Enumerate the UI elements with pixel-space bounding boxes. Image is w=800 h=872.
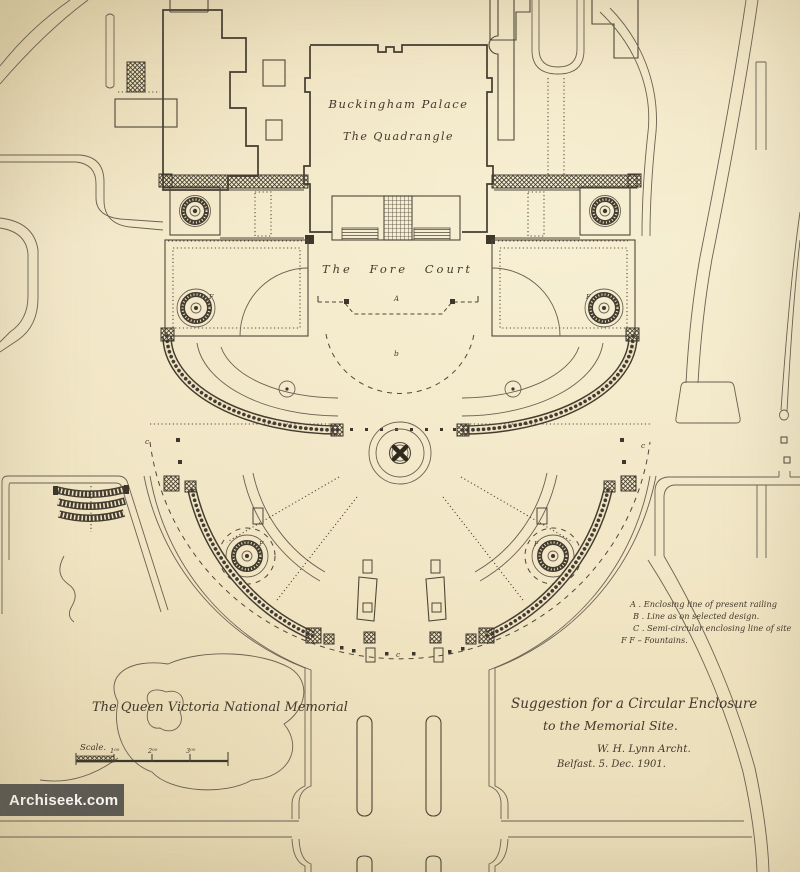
st-james-park-lake [39, 653, 305, 791]
scale-tick-1: 1⁰⁰ [110, 747, 120, 755]
marker-f-lower-left: F [259, 540, 264, 548]
scale-tick-2: 2⁰⁰ [148, 747, 158, 755]
forecourt-wings [158, 173, 642, 244]
marker-f-upper-right: F [586, 293, 591, 301]
legend-item-c: C . Semi-circular enclosing line of site [633, 623, 792, 633]
scale-label: Scale. [80, 743, 107, 753]
scale-bar [75, 752, 229, 766]
marker-b: b [394, 349, 399, 358]
lower-enclosure [143, 438, 657, 872]
suggestion-line1: Suggestion for a Circular Enclosure [511, 696, 758, 712]
watermark-text: Archiseek.com [9, 791, 119, 809]
marker-c-right: c [641, 441, 646, 450]
signature-place-date: Belfast. 5. Dec. 1901. [557, 759, 666, 770]
enclosure-gate-piers [163, 475, 637, 645]
palace-label-line1: Buckingham Palace [328, 97, 469, 111]
forecourt-area [168, 240, 628, 315]
marker-a: A [394, 295, 400, 303]
marker-c-left: c [145, 437, 150, 446]
royal-mews-buildings [114, 0, 286, 191]
marker-f-upper-left: F [209, 293, 214, 301]
suggestion-line2: to the Memorial Site. [543, 718, 678, 733]
archiseek-watermark: Archiseek.com [0, 784, 124, 816]
palace-label-line2: The Quadrangle [342, 130, 455, 143]
drawing-title: The Queen Victoria National Memorial [92, 700, 348, 715]
green-park-paths [0, 0, 164, 353]
legend-item-a: A . Enclosing line of present railing [630, 599, 777, 609]
legend-item-b: B . Line as on selected design. [633, 611, 760, 621]
palace-outline [303, 44, 494, 241]
forecourt-gardens [164, 239, 636, 337]
marker-f-lower-right: F [534, 540, 539, 548]
forecourt-label: The Fore Court [321, 262, 474, 276]
median-islands [356, 559, 447, 663]
east-roads [647, 381, 800, 872]
pavilion-fountains [179, 195, 621, 227]
memorial-monument [368, 421, 432, 485]
enclosure-line-dots [176, 438, 626, 656]
scale-tick-3: 3⁰⁰ [186, 747, 196, 755]
marker-c-bottom: c [396, 650, 401, 659]
west-park-and-steps [1, 475, 169, 623]
south-processional-road [0, 715, 752, 872]
north-road-and-buildings [488, 0, 800, 421]
upper-enclosure [150, 327, 650, 437]
legend-item-ff: F F – Fountains. [621, 635, 688, 645]
architect-signature: W. H. Lynn Archt. [597, 743, 691, 755]
